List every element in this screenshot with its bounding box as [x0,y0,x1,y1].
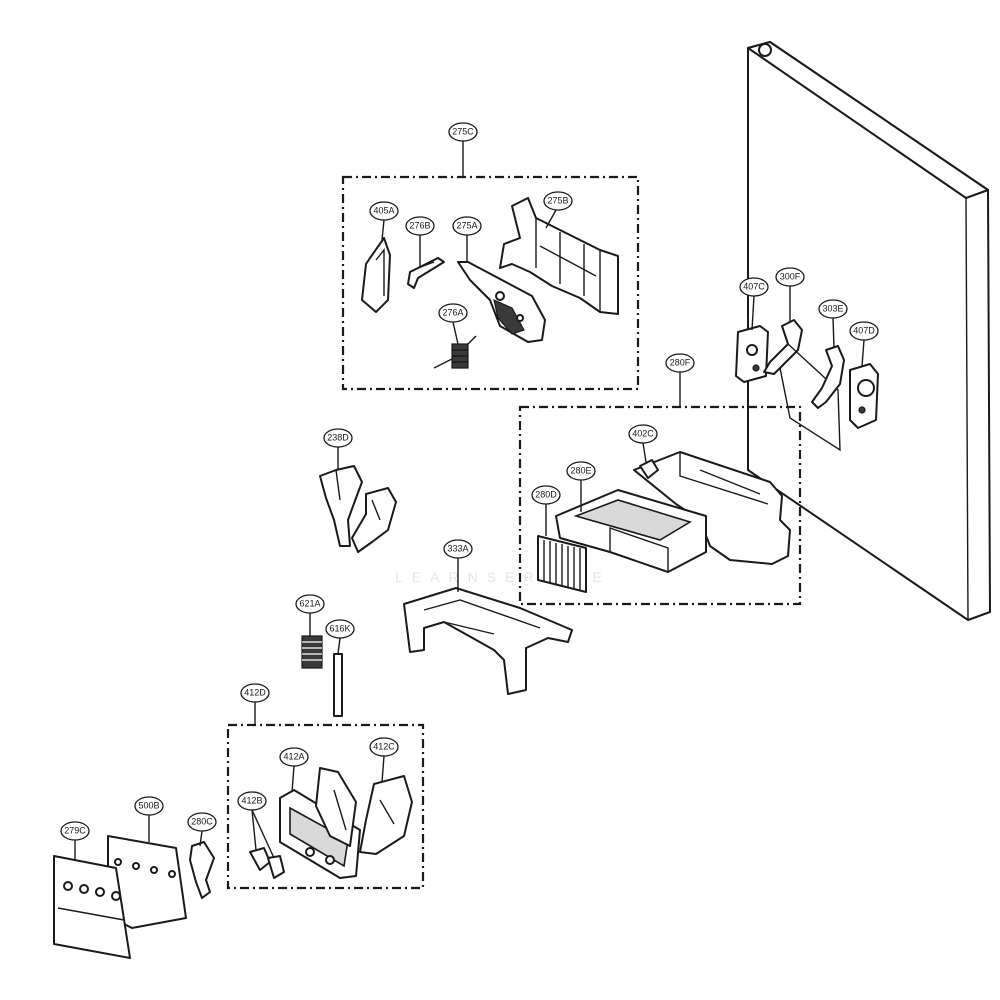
svg-text:280E: 280E [570,465,591,475]
callout-300f: 300F [775,267,805,287]
group-box-280f [518,405,802,606]
part-300f [763,319,841,452]
callout-405a: 405A [369,201,399,221]
part-280d-grille [537,535,587,593]
callout-275a: 275A [452,216,482,236]
callout-407d: 407D [849,321,879,341]
group-box-412d [226,723,425,890]
svg-text:412A: 412A [283,751,304,761]
svg-text:275A: 275A [456,220,477,230]
svg-text:500B: 500B [138,800,159,810]
svg-text:275B: 275B [547,195,568,205]
svg-text:280D: 280D [535,489,557,499]
callout-412d: 412D [240,683,270,703]
svg-text:303E: 303E [822,303,843,313]
callout-621a: 621A [295,594,325,614]
callout-616k: 616K [325,619,355,639]
callout-412c: 412C [369,737,399,757]
svg-text:407C: 407C [743,281,765,291]
svg-text:333A: 333A [447,543,468,553]
callout-280f: 280F [665,353,695,373]
callout-412b: 412B [237,791,267,811]
part-412b [249,847,285,879]
svg-text:276B: 276B [409,220,430,230]
callout-303e: 303E [818,299,848,319]
part-616k-rod [333,653,343,717]
callout-279c: 279C [60,821,90,841]
svg-text:402C: 402C [632,428,654,438]
part-238d [319,465,397,553]
svg-text:616K: 616K [329,623,350,633]
part-275a [457,261,546,343]
callout-412a: 412A [279,747,309,767]
callout-333a: 333A [443,539,473,559]
callout-276a: 276A [438,303,468,323]
part-280e-tray [555,489,707,573]
svg-text:407D: 407D [853,325,875,335]
svg-text:280C: 280C [191,816,213,826]
svg-text:412B: 412B [241,795,262,805]
svg-text:412D: 412D [244,687,266,697]
part-275b [499,197,619,315]
svg-text:300F: 300F [780,271,801,281]
svg-text:276A: 276A [442,307,463,317]
part-621a-spring [301,635,323,669]
callout-280c: 280C [187,812,217,832]
svg-text:280F: 280F [670,357,691,367]
svg-text:238D: 238D [327,432,349,442]
svg-text:621A: 621A [299,598,320,608]
callout-275b: 275B [543,191,573,211]
callout-238d: 238D [323,428,353,448]
svg-text:279C: 279C [64,825,86,835]
callout-276b: 276B [405,216,435,236]
part-276b [407,257,445,289]
part-405a [361,237,391,313]
callout-500b: 500B [134,796,164,816]
svg-text:412C: 412C [373,741,395,751]
callout-275c: 275C [448,122,478,142]
svg-text:275C: 275C [452,126,474,136]
part-407c [735,325,769,383]
callout-402c: 402C [628,424,658,444]
part-276a-spring [433,335,477,369]
callout-280e: 280E [566,461,596,481]
part-333a [403,587,573,695]
svg-text:405A: 405A [373,205,394,215]
part-280c [189,841,215,899]
callout-280d: 280D [531,485,561,505]
callout-407c: 407C [739,277,769,297]
part-279c-panel [53,855,131,959]
part-407d [849,363,879,429]
part-412c [315,767,413,855]
part-303e [811,345,845,409]
group-box-275c [341,175,640,391]
